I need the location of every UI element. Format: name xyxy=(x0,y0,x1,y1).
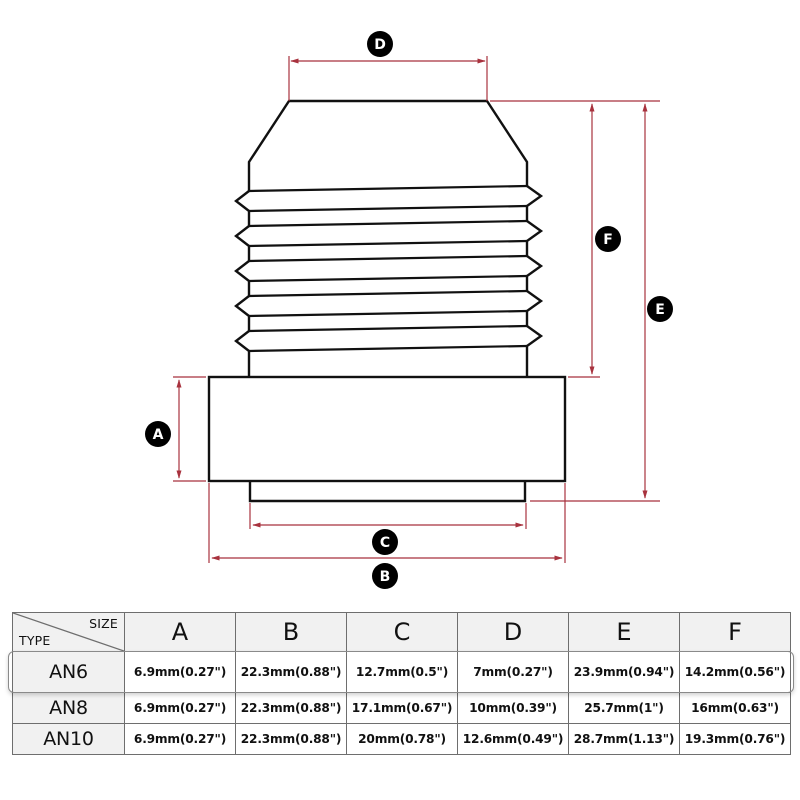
value-cell-b: 22.3mm(0.88") xyxy=(235,651,347,693)
value-cell-d: 12.6mm(0.49") xyxy=(457,723,569,755)
value-cell-a: 6.9mm(0.27") xyxy=(124,651,236,693)
table-row-an10: AN10 6.9mm(0.27") 22.3mm(0.88") 20mm(0.7… xyxy=(12,723,791,755)
size-label: SIZE xyxy=(89,616,118,631)
dimension-table: SIZE TYPE A B C D E F AN6 6.9mm(0.27") 2… xyxy=(12,612,791,755)
flare-cone xyxy=(247,99,529,191)
thread-profile-right xyxy=(525,185,544,377)
label-badge-c: C xyxy=(372,529,398,555)
type-label: TYPE xyxy=(19,633,51,648)
label-badge-f: F xyxy=(595,226,621,252)
hex-base xyxy=(207,375,567,483)
value-cell-d: 7mm(0.27") xyxy=(457,651,569,693)
pilot-step xyxy=(248,481,527,503)
value-cell-e: 23.9mm(0.94") xyxy=(568,651,680,693)
label-badge-a: A xyxy=(145,421,171,447)
value-cell-f: 19.3mm(0.76") xyxy=(679,723,791,755)
label-e-text: E xyxy=(655,302,665,318)
fitting-outline xyxy=(207,99,567,503)
column-header-e: E xyxy=(568,612,680,652)
diagonal-divider xyxy=(13,613,124,651)
value-cell-c: 20mm(0.78") xyxy=(346,723,458,755)
label-c-text: C xyxy=(380,535,390,551)
value-cell-f: 14.2mm(0.56") xyxy=(679,651,791,693)
type-cell: AN8 xyxy=(12,692,125,724)
table-row-an6: AN6 6.9mm(0.27") 22.3mm(0.88") 12.7mm(0.… xyxy=(12,651,791,693)
value-cell-c: 17.1mm(0.67") xyxy=(346,692,458,724)
value-cell-f: 16mm(0.63") xyxy=(679,692,791,724)
label-a-text: A xyxy=(153,427,164,443)
dimension-lines xyxy=(173,56,660,563)
label-f-text: F xyxy=(603,232,613,248)
value-cell-e: 25.7mm(1") xyxy=(568,692,680,724)
table-header-row: SIZE TYPE A B C D E F xyxy=(12,612,791,652)
column-header-d: D xyxy=(457,612,569,652)
thread-profile-left xyxy=(234,190,251,377)
column-header-f: F xyxy=(679,612,791,652)
type-cell: AN10 xyxy=(12,723,125,755)
value-cell-b: 22.3mm(0.88") xyxy=(235,723,347,755)
value-cell-a: 6.9mm(0.27") xyxy=(124,692,236,724)
fitting-diagram: D F E A C B xyxy=(145,31,673,589)
label-badge-b: B xyxy=(372,563,398,589)
value-cell-a: 6.9mm(0.27") xyxy=(124,723,236,755)
value-cell-b: 22.3mm(0.88") xyxy=(235,692,347,724)
table-row-an8: AN8 6.9mm(0.27") 22.3mm(0.88") 17.1mm(0.… xyxy=(12,692,791,724)
thread-lines xyxy=(248,184,528,353)
value-cell-c: 12.7mm(0.5") xyxy=(346,651,458,693)
value-cell-d: 10mm(0.39") xyxy=(457,692,569,724)
value-cell-e: 28.7mm(1.13") xyxy=(568,723,680,755)
label-badge-e: E xyxy=(647,296,673,322)
label-badge-d: D xyxy=(367,31,393,57)
column-header-c: C xyxy=(346,612,458,652)
column-header-b: B xyxy=(235,612,347,652)
column-header-a: A xyxy=(124,612,236,652)
label-d-text: D xyxy=(374,37,386,53)
label-b-text: B xyxy=(380,569,391,585)
corner-header: SIZE TYPE xyxy=(12,612,125,652)
type-cell: AN6 xyxy=(12,651,125,693)
